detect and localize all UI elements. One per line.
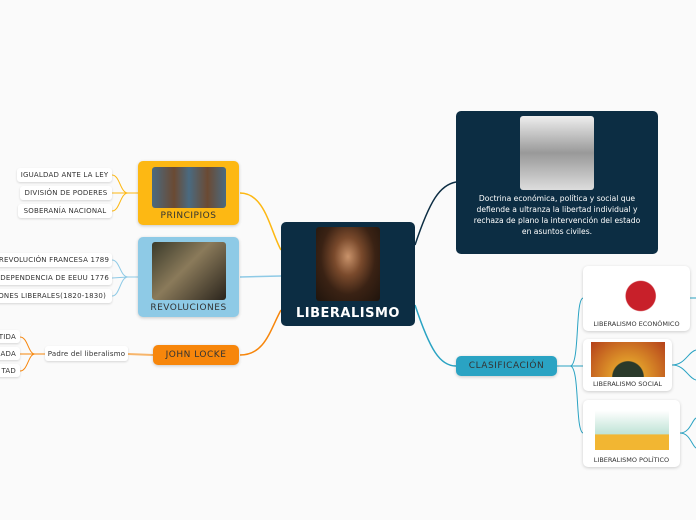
- leaf-revolucion-francesa[interactable]: REVOLUCIÓN FRANCESA 1789: [0, 253, 112, 267]
- leaf-vida[interactable]: TIDA: [0, 330, 20, 343]
- card-liberalismo-politico[interactable]: LIBERALISMO POLÍTICO: [583, 400, 680, 467]
- john-locke-portrait-image: [316, 227, 380, 301]
- principios-label: PRINCIPIOS: [160, 211, 217, 221]
- card-liberalismo-economico[interactable]: LIBERALISMO ECONÓMICO: [583, 266, 690, 331]
- principios-node[interactable]: PRINCIPIOS: [138, 161, 239, 225]
- card-label: LIBERALISMO ECONÓMICO: [593, 320, 680, 328]
- leaf-independencia-eeuu[interactable]: INDEPENDENCIA DE EEUU 1776: [0, 271, 112, 285]
- leaf-soberania[interactable]: SOBERANÍA NACIONAL: [18, 204, 112, 218]
- card-label: LIBERALISMO SOCIAL: [592, 380, 663, 388]
- john-locke-label: JOHN LOCKE: [165, 350, 227, 360]
- raised-fists-image: [151, 167, 226, 208]
- fists-sunburst-image: [590, 342, 665, 377]
- leaf-tad[interactable]: TAD: [0, 364, 20, 377]
- coins-people-image: [594, 406, 669, 450]
- leaf-ada[interactable]: ADA: [0, 347, 20, 360]
- leaf-revoluciones-liberales[interactable]: IONES LIBERALES(1820-1830): [0, 289, 112, 303]
- padre-liberalismo[interactable]: Padre del liberalismo: [45, 346, 128, 361]
- leaf-igualdad[interactable]: IGUALDAD ANTE LA LEY: [17, 168, 112, 182]
- leaf-division[interactable]: DIVISIÓN DE PODERES: [20, 186, 112, 200]
- definition-node[interactable]: Doctrina económica, política y social qu…: [456, 111, 658, 254]
- card-liberalismo-social[interactable]: LIBERALISMO SOCIAL: [583, 339, 672, 391]
- clasificacion-label: CLASIFICACIÓN: [468, 361, 545, 371]
- definition-text: Doctrina económica, política y social qu…: [473, 194, 641, 236]
- revoluciones-node[interactable]: REVOLUCIONES: [138, 237, 239, 317]
- center-node[interactable]: LIBERALISMO: [281, 222, 415, 326]
- center-title: LIBERALISMO: [296, 306, 400, 321]
- liberty-leading-image: [151, 242, 226, 300]
- revoluciones-label: REVOLUCIONES: [150, 303, 227, 313]
- money-fist-image: [599, 269, 674, 318]
- fist-illustration-image: [520, 116, 594, 190]
- clasificacion-node[interactable]: CLASIFICACIÓN: [456, 356, 557, 376]
- card-label: LIBERALISMO POLÍTICO: [593, 456, 670, 464]
- john-locke-node[interactable]: JOHN LOCKE: [153, 345, 239, 365]
